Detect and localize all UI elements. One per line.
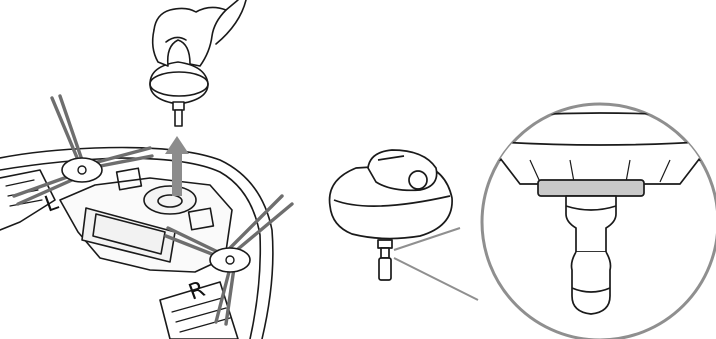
- caster-wheel-icon: [150, 62, 208, 126]
- robot-underside: [0, 148, 273, 339]
- caster-collar: [173, 102, 184, 110]
- left-brush-label: L: [42, 190, 63, 218]
- caster-dome: [150, 62, 208, 104]
- caster-axle: [409, 171, 427, 189]
- caster-stem-tip: [379, 258, 391, 280]
- removed-caster: [330, 150, 453, 280]
- zoom-ring: [538, 180, 644, 196]
- caster-stem-neck: [381, 248, 389, 258]
- zoom-stem-tip: [572, 252, 611, 314]
- callout-leader: [394, 228, 478, 300]
- right-brush-label: R: [186, 277, 209, 306]
- caster-stem-collar: [378, 240, 392, 248]
- caster-socket: [144, 186, 196, 214]
- caster-pin: [175, 110, 182, 126]
- hand-icon: [153, 0, 246, 66]
- magnified-detail: [470, 100, 716, 339]
